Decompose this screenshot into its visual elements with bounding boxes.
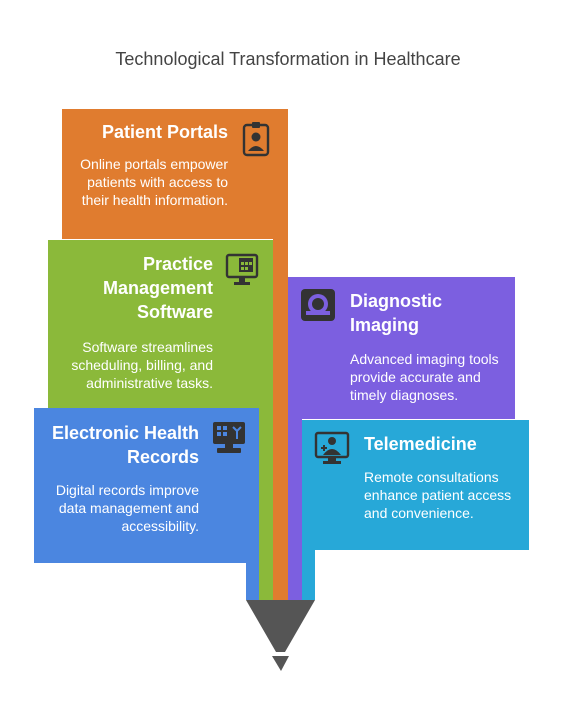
card-description: Remote consultations enhance patient acc… — [364, 469, 512, 521]
card-title: Patient Portals — [101, 122, 228, 142]
card-title: Telemedicine — [364, 434, 477, 454]
mri-scanner-icon — [301, 289, 335, 321]
stem-practice-management — [259, 395, 273, 600]
stem-patient-portals — [273, 230, 288, 600]
card-description: Advanced imaging tools provide accurate … — [350, 351, 499, 403]
card-telemedicine: Telemedicine Remote consultations enhanc… — [302, 420, 529, 550]
card-description: Digital records improve data management … — [55, 482, 199, 534]
doctor-screen-icon — [314, 431, 350, 464]
page-title: Technological Transformation in Healthca… — [115, 49, 461, 69]
computer-records-icon — [213, 422, 245, 453]
card-title: Practice Management Software — [102, 254, 213, 322]
card-title: Electronic Health Records — [51, 423, 199, 467]
patient-id-badge-icon — [242, 122, 270, 157]
stem-electronic-health-records — [246, 555, 259, 600]
card-electronic-health-records: Electronic Health Records Digital record… — [34, 408, 259, 563]
card-diagnostic-imaging: Diagnostic Imaging Advanced imaging tool… — [288, 277, 515, 419]
card-patient-portals: Patient Portals Online portals empower p… — [62, 109, 288, 239]
card-practice-management: Practice Management Software Software st… — [48, 240, 273, 408]
card-description: Software streamlines scheduling, billing… — [71, 339, 213, 391]
monitor-calendar-icon — [225, 253, 259, 285]
card-title: Diagnostic Imaging — [350, 291, 443, 335]
card-description: Online portals empower patients with acc… — [80, 156, 228, 208]
